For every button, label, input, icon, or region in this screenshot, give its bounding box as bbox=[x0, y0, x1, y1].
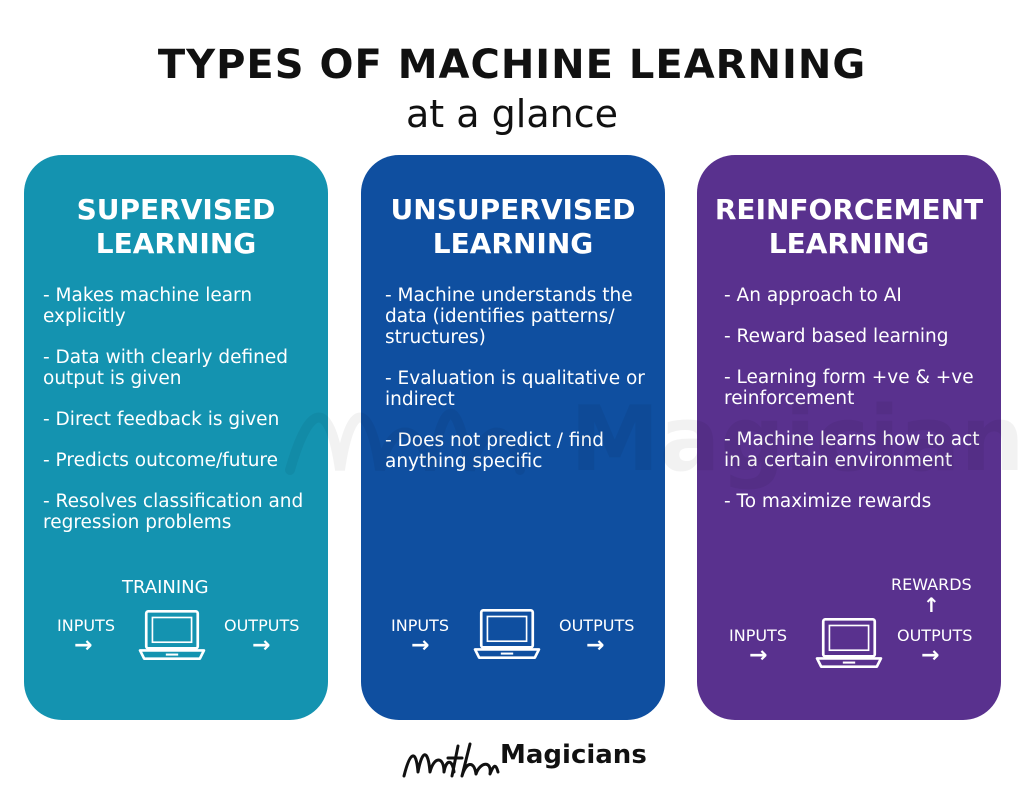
inputs-label: INPUTS bbox=[57, 616, 115, 635]
right-arrow-icon: → bbox=[586, 633, 605, 658]
card-title: REINFORCEMENT LEARNING bbox=[714, 193, 984, 260]
page-title: TYPES OF MACHINE LEARNING bbox=[157, 42, 867, 88]
mathamagicians-logo: Magicians bbox=[400, 738, 670, 782]
supervised-learning-card: SUPERVISED LEARNING - Makes machine lear… bbox=[24, 155, 328, 720]
laptop-icon bbox=[815, 616, 883, 670]
page-subtitle: at a glance bbox=[406, 92, 618, 136]
logo-text: Magicians bbox=[500, 740, 647, 770]
bullet-item: - An approach to AI bbox=[724, 285, 902, 306]
bullet-item: - Makes machine learn explicitly bbox=[43, 285, 253, 327]
training-label: TRAINING bbox=[122, 577, 209, 598]
bullet-list: - Machine understands the data (identifi… bbox=[385, 285, 655, 492]
logo-script bbox=[402, 742, 500, 778]
right-arrow-icon: → bbox=[411, 633, 430, 658]
laptop-icon bbox=[473, 607, 541, 661]
right-arrow-icon: → bbox=[749, 643, 768, 668]
bullet-item: - Direct feedback is given bbox=[43, 409, 280, 430]
bullet-item: - To maximize rewards bbox=[724, 491, 932, 512]
right-arrow-icon: → bbox=[74, 633, 93, 658]
inputs-label: INPUTS bbox=[391, 616, 449, 635]
bullet-item: - Learning form +ve & +ve reinforcement bbox=[724, 367, 974, 409]
bullet-item: - Resolves classification and regression… bbox=[43, 491, 304, 533]
bullet-list: - An approach to AI - Reward based learn… bbox=[724, 285, 991, 532]
outputs-label: OUTPUTS bbox=[897, 626, 973, 645]
outputs-label: OUTPUTS bbox=[224, 616, 300, 635]
reinforcement-learning-card: REINFORCEMENT LEARNING - An approach to … bbox=[697, 155, 1001, 720]
bullet-list: - Makes machine learn explicitly - Data … bbox=[43, 285, 318, 553]
up-arrow-icon: ↑ bbox=[923, 593, 940, 617]
bullet-item: - Reward based learning bbox=[724, 326, 949, 347]
right-arrow-icon: → bbox=[921, 643, 940, 668]
bullet-item: - Machine learns how to act in a certain… bbox=[724, 429, 980, 471]
card-title: UNSUPERVISED LEARNING bbox=[390, 193, 636, 260]
laptop-icon bbox=[138, 608, 206, 662]
rewards-label: REWARDS bbox=[891, 575, 972, 594]
bullet-item: - Does not predict / find anything speci… bbox=[385, 430, 604, 472]
inputs-label: INPUTS bbox=[729, 626, 787, 645]
unsupervised-learning-card: UNSUPERVISED LEARNING - Machine understa… bbox=[361, 155, 665, 720]
bullet-item: - Predicts outcome/future bbox=[43, 450, 279, 471]
bullet-item: - Machine understands the data (identifi… bbox=[385, 285, 633, 348]
bullet-item: - Data with clearly defined output is gi… bbox=[43, 347, 288, 389]
outputs-label: OUTPUTS bbox=[559, 616, 635, 635]
right-arrow-icon: → bbox=[252, 633, 271, 658]
bullet-item: - Evaluation is qualitative or indirect bbox=[385, 368, 645, 410]
card-title: SUPERVISED LEARNING bbox=[76, 193, 276, 260]
